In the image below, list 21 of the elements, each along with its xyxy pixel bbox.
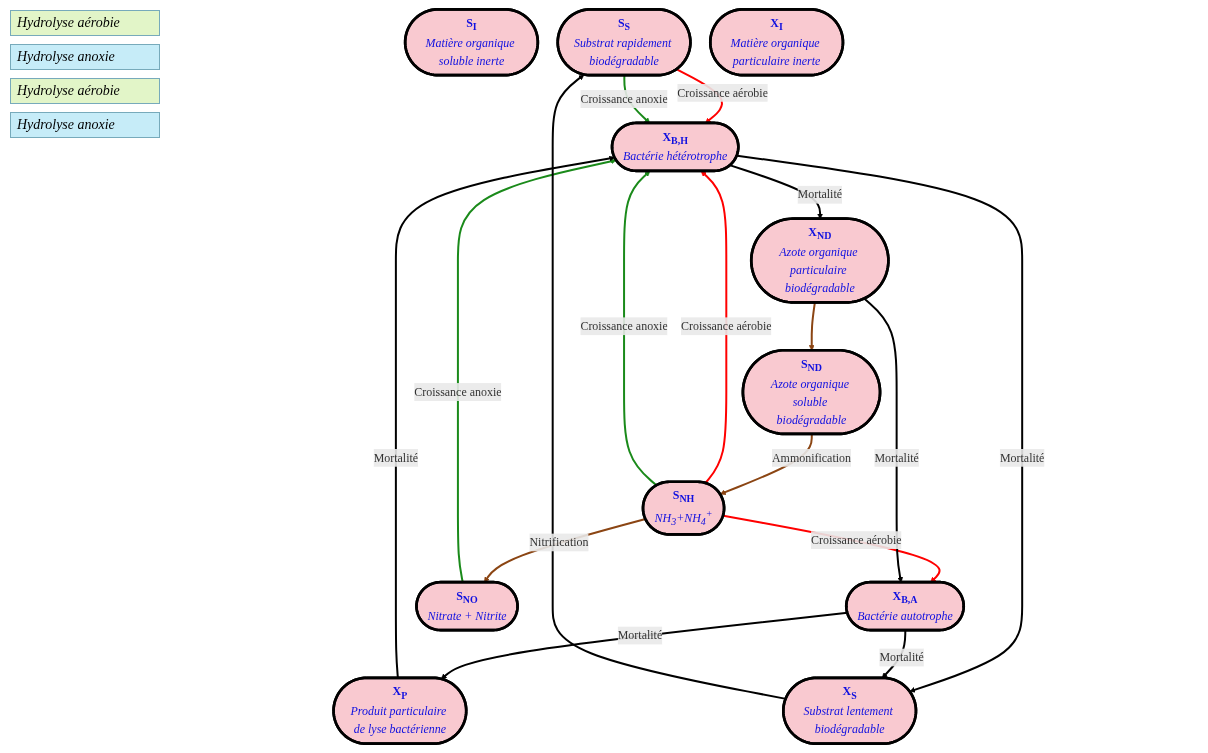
arrow <box>863 297 904 583</box>
process-label: Hydrolyse anoxie <box>10 44 160 70</box>
edge-label: Croissance aérobie <box>681 319 772 333</box>
process-label: Hydrolyse aérobie <box>10 78 160 104</box>
arrow <box>623 170 658 487</box>
edge-label: Mortalité <box>999 450 1045 465</box>
edge-label: Croissance aérobie <box>811 533 902 547</box>
edge-label: Ammonification <box>771 450 851 465</box>
process-label: Hydrolyse aérobie <box>10 10 160 36</box>
edge-label: Croissance anoxie <box>414 385 502 399</box>
edge-label: Mortalité <box>874 450 919 465</box>
edge-label: Mortalité <box>797 187 843 202</box>
edge-label: Croissance anoxie <box>580 319 668 333</box>
process-label: Hydrolyse anoxie <box>10 112 160 138</box>
edge-label: Croissance anoxie <box>580 92 668 106</box>
edge-label: Mortalité <box>879 650 924 664</box>
arrow <box>736 154 1024 693</box>
edge-label: Nitrification <box>529 535 589 549</box>
edge-label: Croissance aérobie <box>677 85 768 100</box>
edge-label: Mortalité <box>617 628 663 642</box>
edge-label: Mortalité <box>373 450 419 465</box>
